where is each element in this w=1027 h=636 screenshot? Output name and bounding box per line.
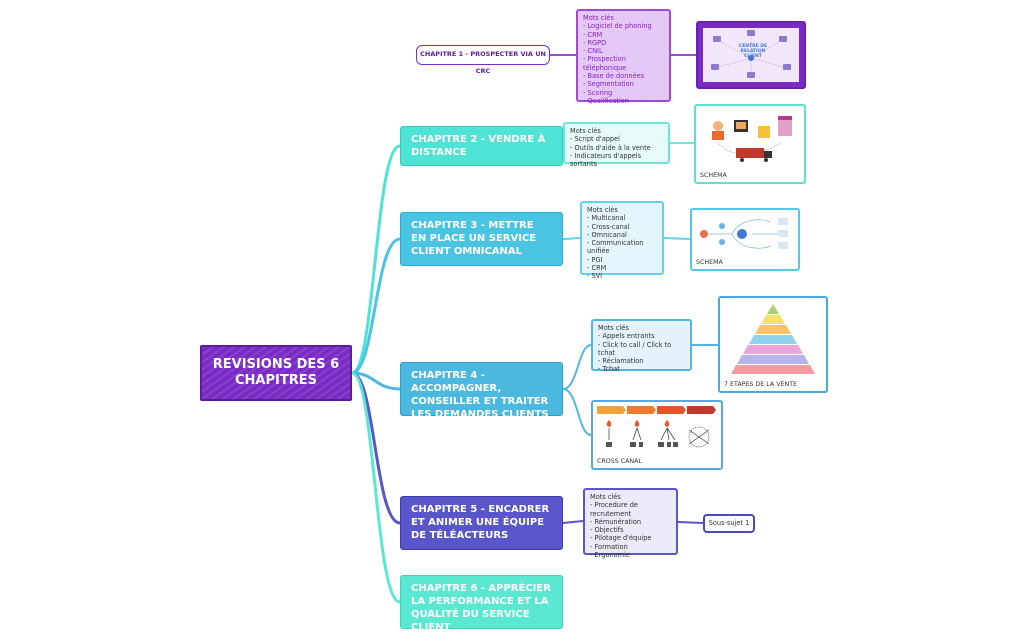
- keyword-item: - Rémunération: [590, 517, 642, 526]
- keyword-item: - Pilotage d'équipe: [590, 534, 652, 543]
- chapter-4-node[interactable]: CHAPITRE 4 - ACCOMPAGNER, CONSEILLER ET …: [400, 362, 563, 420]
- crc-center-label: CENTRE DE RELATION CLIENT: [738, 44, 768, 59]
- chapter-5-node[interactable]: CHAPITRE 5 - ENCADRER ET ANIMER UNE ÉQUI…: [400, 496, 563, 550]
- omnichannel-graphic: [700, 218, 788, 249]
- keyword-item: - Qualification: [583, 96, 629, 105]
- keyword-item: - RGPD: [583, 38, 607, 47]
- keywords-title: Mots clés: [587, 206, 618, 214]
- keywords-title: Mots clés: [570, 127, 601, 135]
- keyword-item: - Réclamation: [598, 357, 644, 366]
- image-crc-diagram[interactable]: CENTRE DE RELATION CLIENT: [696, 21, 806, 89]
- keywords-chapter-5[interactable]: Mots clés - Procedure de recrutement - R…: [583, 488, 678, 559]
- keyword-item: - Procedure de recrutement: [590, 501, 638, 518]
- keyword-item: - SVI: [587, 272, 603, 281]
- crc-diagram-canvas: CENTRE DE RELATION CLIENT: [703, 28, 799, 82]
- chapter-1-node[interactable]: CHAPITRE 1 - PROSPECTER VIA UN CRC: [416, 45, 550, 75]
- image-sales-pyramid[interactable]: 7 ETAPES DE LA VENTE: [718, 296, 828, 393]
- keyword-item: - Objectifs: [590, 526, 624, 535]
- cross-canal-graphic: [597, 406, 716, 448]
- keyword-item: - Ergonomie: [590, 551, 630, 560]
- keyword-item: - Omnicanal: [587, 230, 627, 239]
- image-cross-canal[interactable]: CROSS CANAL: [591, 400, 723, 470]
- keyword-item: - Script d'appel: [570, 135, 620, 144]
- keywords-title: Mots clés: [583, 14, 614, 22]
- image-caption: 7 ETAPES DE LA VENTE: [724, 381, 798, 388]
- chapter-3-node[interactable]: CHAPITRE 3 - METTRE EN PLACE UN SERVICE …: [400, 212, 563, 266]
- keywords-title: Mots clés: [590, 493, 621, 501]
- keyword-item: - Appels entrants: [598, 332, 655, 341]
- keywords-chapter-2[interactable]: Mots clés - Script d'appel - Outils d'ai…: [563, 122, 670, 168]
- image-caption: SCHEMA: [700, 172, 727, 179]
- image-caption: CROSS CANAL: [597, 458, 642, 465]
- keywords-title: Mots clés: [598, 324, 629, 332]
- chapter-2-node[interactable]: CHAPITRE 2 - VENDRE À DISTANCE: [400, 126, 563, 166]
- sales-pyramid-graphic: [731, 304, 815, 374]
- keyword-item: - Outils d'aide à la vente: [570, 143, 651, 152]
- keyword-item: - Cross-canal: [587, 222, 630, 231]
- keywords-chapter-3[interactable]: Mots clés - Multicanal - Cross-canal - O…: [580, 201, 664, 280]
- keyword-item: - CNIL: [583, 47, 603, 56]
- keyword-item: - CRM: [583, 30, 603, 39]
- keyword-item: - Communication unifiée: [587, 239, 644, 256]
- crc-diagram-graphic: [711, 30, 791, 78]
- keyword-item: - Multicanal: [587, 214, 626, 223]
- image-caption: SCHEMA: [696, 259, 723, 266]
- keyword-item: - Prospection téléphonique: [583, 55, 627, 72]
- keyword-item: - Logiciel de phoning: [583, 22, 652, 31]
- keyword-item: - Base de données: [583, 72, 645, 81]
- keyword-item: - Tchat: [598, 365, 620, 374]
- sales-schema-graphic: [712, 116, 792, 162]
- keyword-item: - Segmentation: [583, 80, 634, 89]
- root-topic[interactable]: REVISIONS DES 6 CHAPITRES: [200, 345, 352, 401]
- keyword-item: - Indicateurs d'appels sortants: [570, 151, 642, 169]
- image-sales-schema[interactable]: SCHEMA: [694, 104, 806, 184]
- chapter-6-node[interactable]: CHAPITRE 6 - APPRÉCIER LA PERFORMANCE ET…: [400, 575, 563, 633]
- keyword-item: - PGI: [587, 255, 603, 264]
- keyword-item: - Scoring: [583, 88, 613, 97]
- subtopic-node[interactable]: Sous-sujet 1: [703, 514, 755, 533]
- keyword-item: - Click to call / Click to tchat: [598, 340, 672, 357]
- keywords-chapter-1[interactable]: Mots clés - Logiciel de phoning - CRM - …: [576, 9, 671, 105]
- keywords-chapter-4[interactable]: Mots clés - Appels entrants - Click to c…: [591, 319, 692, 374]
- image-omnichannel-schema[interactable]: SCHEMA: [690, 208, 800, 271]
- keyword-item: - CRM: [587, 264, 607, 273]
- keyword-item: - Formation: [590, 542, 628, 551]
